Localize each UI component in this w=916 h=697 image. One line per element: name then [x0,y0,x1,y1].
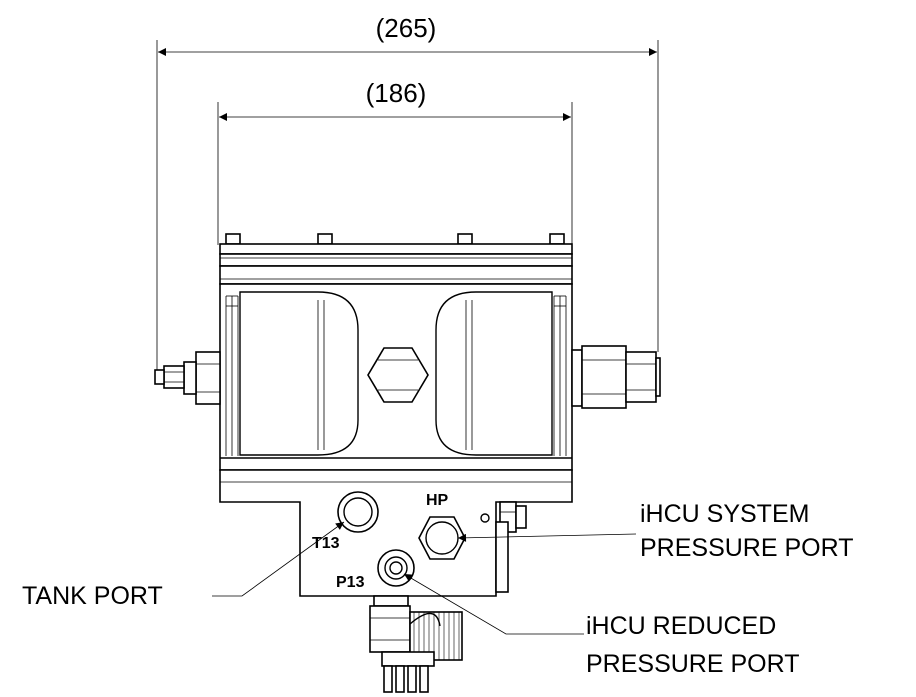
top-bolts [225,233,565,245]
top-cover [219,243,573,285]
callout-reduced-pressure-port-line2: PRESSURE PORT [586,650,799,678]
tank-port-marking: T13 [312,535,340,552]
center-plug-icon [367,347,429,403]
callout-system-pressure-port-line2: PRESSURE PORT [640,534,853,562]
system-pressure-port: HP [418,492,490,560]
dimension-body-width-label: (186) [366,78,427,108]
dimension-overall-width: (265) [156,13,659,375]
dimension-overall-width-label: (265) [376,13,437,43]
leader-reduced-pressure-port [403,573,584,635]
callout-tank-port: TANK PORT [22,582,163,610]
right-fitting [571,345,661,409]
bottom-connector [369,595,463,693]
leader-system-pressure-port [457,533,637,542]
callout-system-pressure-port-line1: iHCU SYSTEM [640,500,809,528]
left-fitting [154,351,221,405]
callout-reduced-pressure-port-line1: iHCU REDUCED [586,612,776,640]
tank-port: T13 [312,491,379,552]
reduced-pressure-port-marking: P13 [336,574,365,591]
main-housing [219,283,573,471]
dimension-body-width: (186) [217,78,573,245]
system-pressure-port-marking: HP [426,492,449,509]
lower-manifold [219,469,573,597]
leader-tank-port [212,521,345,597]
